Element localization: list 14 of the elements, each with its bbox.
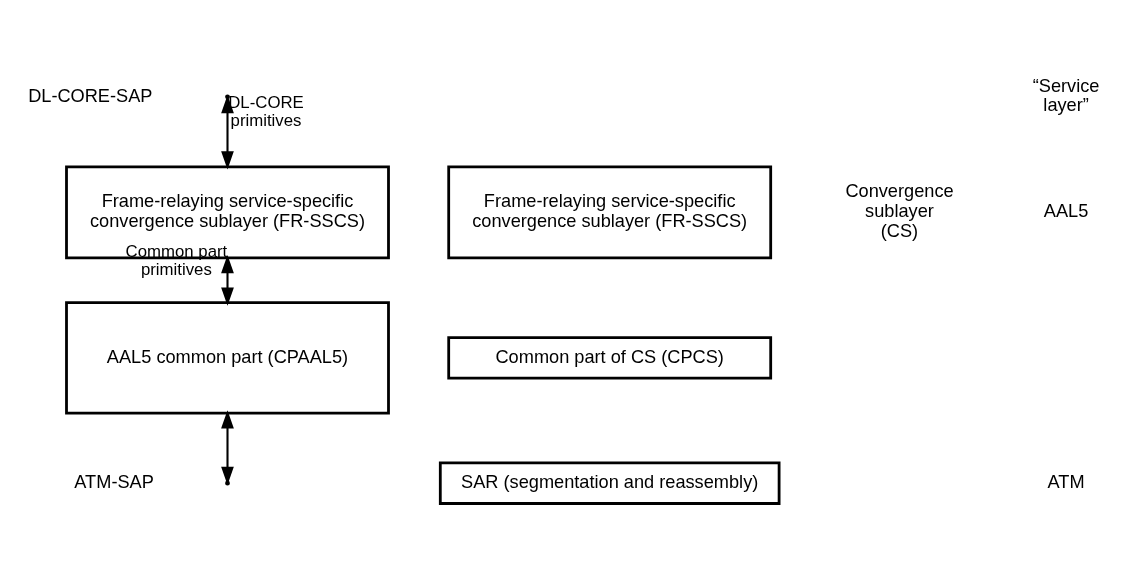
arrow xyxy=(221,410,234,485)
node-box: SAR (segmentation and reassembly) xyxy=(438,461,781,505)
label: ATM-SAP xyxy=(74,471,154,492)
label: Convergence sublayer (CS) xyxy=(845,181,954,241)
node-box: AAL5 common part (CPAAL5) xyxy=(65,301,390,415)
label: “Service layer” xyxy=(1032,75,1100,116)
node-box: Frame-relaying service-specific convergence sublayer (FR-SSCS) xyxy=(447,165,773,260)
label: DL-CORE-SAP xyxy=(28,85,153,106)
node-box: Common part of CS (CPCS) xyxy=(447,336,773,380)
edge-label: Common part primitives xyxy=(125,241,228,280)
label: AAL5 xyxy=(1043,201,1089,222)
label: ATM xyxy=(1047,471,1085,492)
edge-label: DL-CORE primitives xyxy=(228,92,304,130)
arrow xyxy=(221,254,234,306)
